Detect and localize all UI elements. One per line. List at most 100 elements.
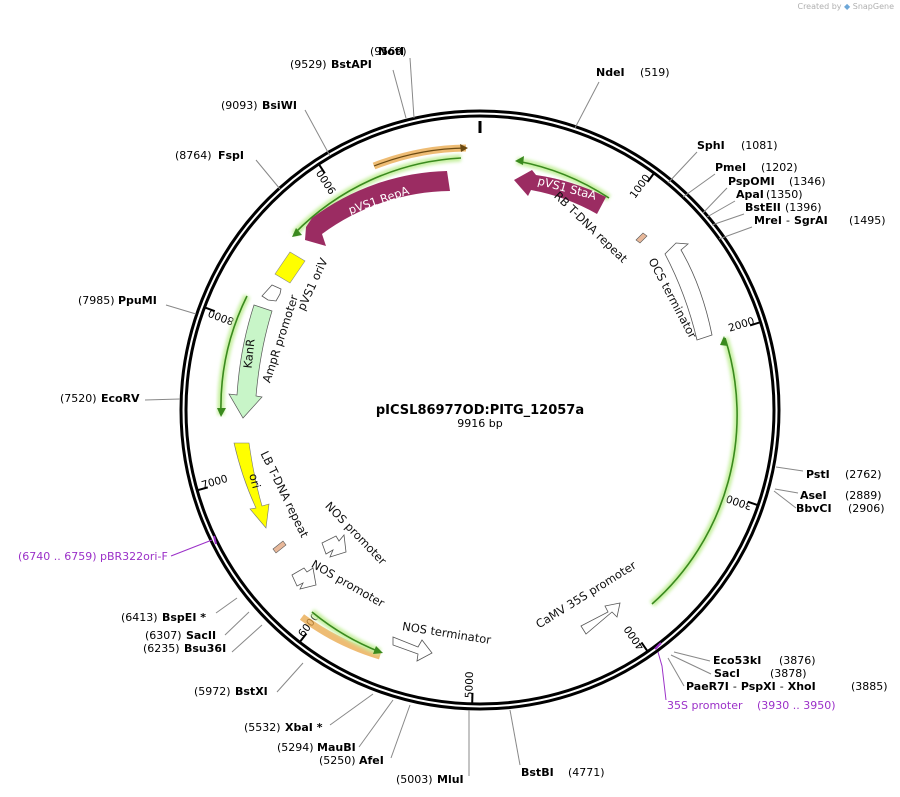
orf-arc-35s-glow xyxy=(649,336,741,607)
site-leader-bsu36i xyxy=(231,624,263,653)
feature-camv-35s-promoter[interactable]: CaMV 35S promoter xyxy=(533,558,639,635)
site-name: PmeI xyxy=(715,161,746,174)
site-name: Eco53kI xyxy=(713,654,761,667)
site-leader-lines xyxy=(144,57,804,776)
tick-label-5000: 5000 xyxy=(463,671,476,698)
ampr-promoter-arrow xyxy=(261,284,282,302)
site-leader-eco53ki xyxy=(673,651,711,662)
primer-1-pos: (6740 .. 6759) xyxy=(18,550,97,563)
site-name: MluI xyxy=(437,773,464,786)
site-pmei[interactable]: PmeI (1202) xyxy=(715,161,798,174)
site-bspei[interactable]: (6413)BspEI * xyxy=(121,611,206,624)
site-mlui[interactable]: (5003)MluI xyxy=(396,773,464,786)
orf-arc-staa xyxy=(516,160,610,199)
site-name: EcoRV xyxy=(101,392,140,405)
feature-ocs-terminator[interactable]: OCS terminator xyxy=(645,242,713,341)
site-maubi[interactable]: (5294)MauBI xyxy=(277,741,356,754)
site-leader-bsiwi xyxy=(304,109,331,157)
site-leader-bstbi xyxy=(509,709,521,766)
site-bstxi[interactable]: (5972)BstXI xyxy=(194,685,268,698)
site-leader-ppumi xyxy=(165,304,197,315)
site-bbvci[interactable]: BbvCI(2906) xyxy=(796,502,885,515)
pvs1-staa-arrow xyxy=(514,170,606,214)
site-position: (1081) xyxy=(741,139,778,152)
site-psti[interactable]: PstI (2762) xyxy=(806,468,882,481)
site-name: NotI xyxy=(378,45,404,58)
site-ecorv[interactable]: (7520) EcoRV xyxy=(60,392,140,405)
feature-kanr[interactable]: KanR xyxy=(228,304,273,419)
site-name: ApaI xyxy=(736,188,764,201)
site-bsu36i[interactable]: (6235)Bsu36I xyxy=(143,642,226,655)
snapgene-credit: Created by ◆ SnapGene xyxy=(797,2,894,11)
site-name: MauBI xyxy=(317,741,356,754)
tick-mark-6000 xyxy=(299,632,308,643)
tick-label-3000: 3000 xyxy=(725,492,754,512)
nos-promoter-2-label: NOS promoter xyxy=(309,557,387,610)
site-sacii[interactable]: (6307)SacII xyxy=(145,629,216,642)
site-position: (1202) xyxy=(761,161,798,174)
site-sphi[interactable]: SphI(1081) xyxy=(697,139,778,152)
site-asei[interactable]: AseI(2889) xyxy=(800,489,882,502)
site-leader-mrei xyxy=(718,226,753,240)
site-leader-xbai xyxy=(329,693,374,726)
feature-ori[interactable]: ori xyxy=(233,442,270,529)
site-position: (4771) xyxy=(568,766,605,779)
primer-35s-promoter[interactable]: 35S promoter (3930 .. 3950) xyxy=(654,642,836,712)
camv-35s-label: CaMV 35S promoter xyxy=(533,558,639,631)
orf-arrowhead-staa xyxy=(515,156,524,165)
site-bstapi[interactable]: (9529)BstAPI xyxy=(290,58,372,71)
nos-promoter-1-arrow xyxy=(321,534,347,558)
primer-pbr322ori-f[interactable]: (6740 .. 6759) pBR322ori-F xyxy=(18,535,217,563)
site-xbai[interactable]: (5532)XbaI * xyxy=(244,721,323,734)
site-leader-bstxi xyxy=(276,662,304,693)
tick-label-9000: 9000 xyxy=(314,167,339,196)
site-saci[interactable]: SacI(3878) xyxy=(714,667,807,680)
feature-nos-promoter-1[interactable]: NOS promoter xyxy=(321,499,390,568)
orf-arrowhead-35s xyxy=(720,336,728,346)
site-name: PspOMI xyxy=(728,175,775,188)
site-pspomi[interactable]: PspOMI(1346) xyxy=(728,175,826,188)
site-fspi[interactable]: (8764)FspI xyxy=(175,149,244,162)
site-separator: - xyxy=(780,680,784,693)
site-mrei[interactable]: MreI-SgrAI(1495) xyxy=(754,214,886,227)
kanr-label: KanR xyxy=(241,338,258,369)
site-position: (6413) xyxy=(121,611,158,624)
site-name-2: SgrAI xyxy=(794,214,828,227)
site-bsteii[interactable]: BstEII(1396) xyxy=(745,201,822,214)
site-name: PpuMI xyxy=(118,294,157,307)
site-eco53ki[interactable]: Eco53kI(3876) xyxy=(713,654,816,667)
site-bstbi[interactable]: BstBI(4771) xyxy=(521,766,605,779)
site-apai[interactable]: ApaI(1350) xyxy=(736,188,803,201)
rb-repeat-box xyxy=(635,232,648,244)
site-leader-pspomi xyxy=(702,187,728,214)
site-bsiwi[interactable]: (9093)BsiWI xyxy=(221,99,297,112)
site-name: XbaI * xyxy=(285,721,323,734)
site-name: NdeI xyxy=(596,66,625,79)
site-ppumi[interactable]: (7985)PpuMI xyxy=(78,294,157,307)
nos-terminator-label: NOS terminator xyxy=(401,619,492,647)
feature-lb-tdna-repeat[interactable]: LB T-DNA repeat xyxy=(258,449,312,554)
ori-label: ori xyxy=(246,472,263,490)
site-afei[interactable]: (5250)AfeI xyxy=(319,754,384,767)
site-name: BsiWI xyxy=(262,99,297,112)
site-noti[interactable]: (9569)NotI xyxy=(370,45,407,58)
site-name: BstAPI xyxy=(331,58,372,71)
feature-nos-promoter-2[interactable]: NOS promoter xyxy=(291,557,387,610)
orf-arrowhead-kanr xyxy=(217,408,226,417)
site-name: SacI xyxy=(714,667,740,680)
site-position: (2762) xyxy=(845,468,882,481)
site-name: PstI xyxy=(806,468,830,481)
site-name: BstEII xyxy=(745,201,781,214)
tick-label-2000: 2000 xyxy=(727,315,756,334)
site-leader-psti xyxy=(775,466,804,472)
site-ndei[interactable]: NdeI(519) xyxy=(596,66,670,79)
primer-1-leader xyxy=(170,539,213,557)
site-leader-fspi xyxy=(255,159,281,190)
feature-nos-terminator[interactable]: NOS terminator xyxy=(392,619,492,662)
site-position: (7520) xyxy=(60,392,97,405)
site-separator: - xyxy=(786,214,790,227)
pvs1-oriv-box xyxy=(274,251,306,284)
site-paer7i[interactable]: PaeR7I-PspXI-XhoI(3885) xyxy=(686,680,888,693)
